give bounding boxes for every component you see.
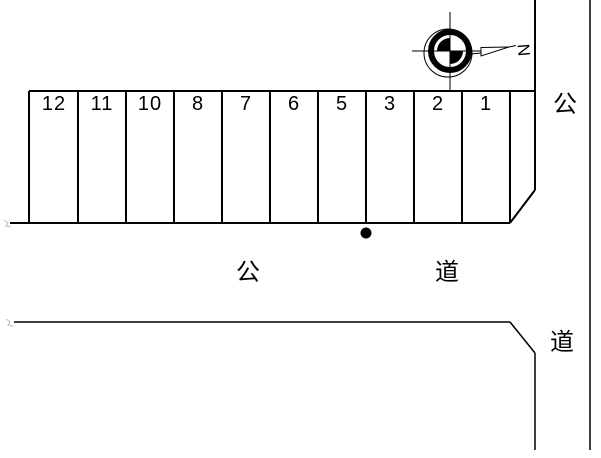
parking-area-outline <box>10 0 536 224</box>
break-mark <box>3 219 12 228</box>
parking-corner-chamfer-line <box>509 189 536 224</box>
stall-number: 10 <box>137 93 163 115</box>
lower-parcel-chamfer-line <box>509 321 536 354</box>
compass-ring <box>428 29 472 73</box>
stall-number: 11 <box>90 93 114 115</box>
stall-number: 8 <box>191 93 205 115</box>
compass-quadrant-lower-right <box>450 51 463 64</box>
north-letter: N <box>513 43 534 57</box>
stall-number: 1 <box>479 93 493 115</box>
stall-number: 5 <box>335 93 349 115</box>
north-needle-triangle <box>480 46 510 57</box>
north-needle-tip-line <box>508 45 517 48</box>
stall-number: 2 <box>431 93 445 115</box>
compass-thin-circle <box>423 28 473 78</box>
stall-divider-lines <box>28 91 511 223</box>
road-label-public-middle: 公 <box>236 259 260 286</box>
north-compass-symbol <box>412 12 517 91</box>
compass-quadrant-upper-left <box>437 38 450 51</box>
north-needle-stem <box>470 52 482 55</box>
stall-number: 6 <box>287 93 301 115</box>
line-break-marks <box>3 219 14 327</box>
lower-parcel-outline <box>14 321 536 450</box>
road-label-road-middle: 道 <box>435 259 459 286</box>
utility-pole-dot <box>360 227 372 239</box>
road-label-public-right: 公 <box>553 91 577 118</box>
road-label-road-right: 道 <box>550 329 574 356</box>
stall-number: 7 <box>239 93 253 115</box>
stall-number: 12 <box>41 93 67 115</box>
break-mark <box>5 318 14 327</box>
stall-number: 3 <box>383 93 397 115</box>
